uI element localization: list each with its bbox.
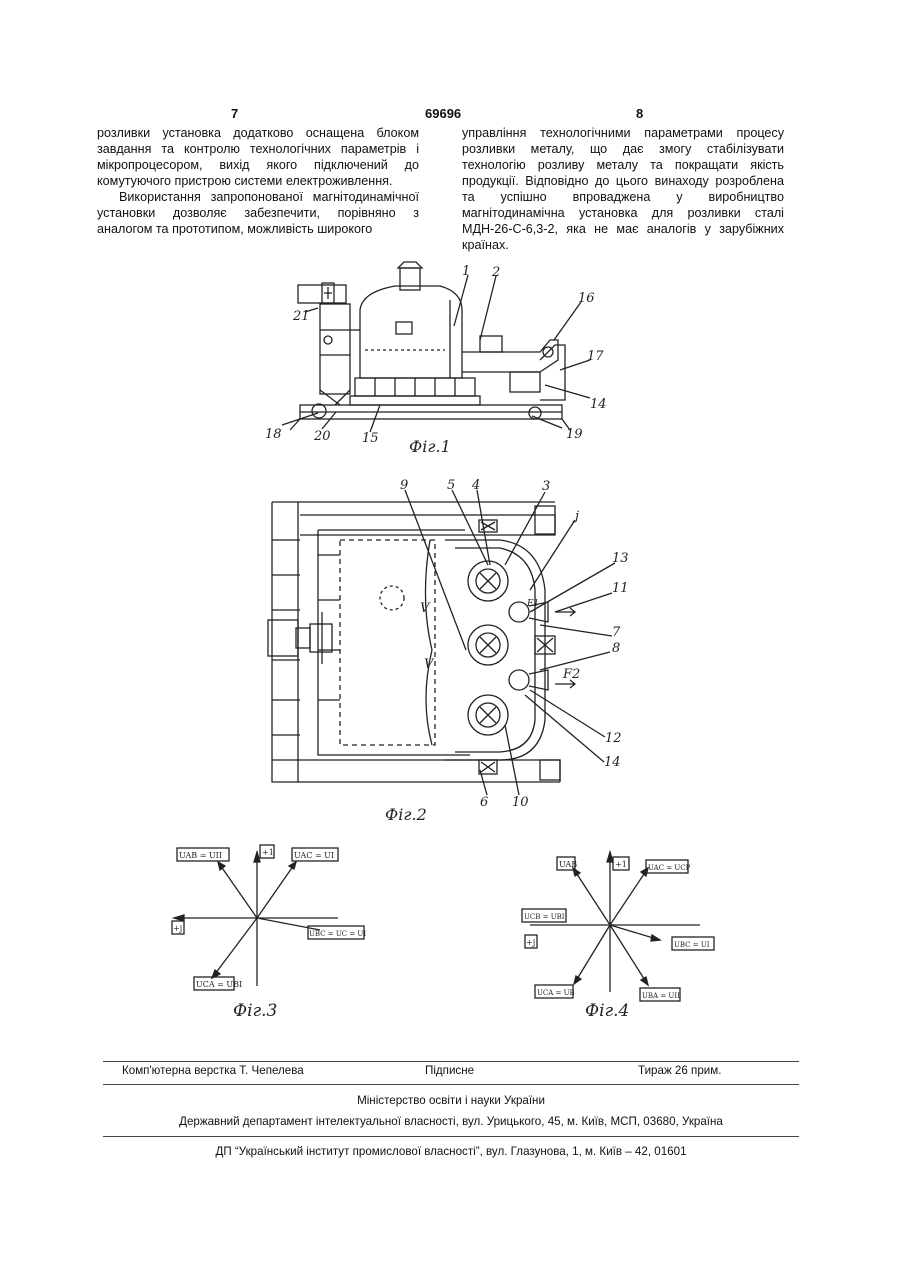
- footer-department: Державний департамент інтелектуальної вл…: [103, 1115, 799, 1128]
- footer-rule-bottom: [103, 1136, 799, 1137]
- fig2-label-4: 4: [471, 478, 480, 493]
- fig2-label-8: 8: [612, 641, 620, 656]
- footer-rule-middle: [103, 1084, 799, 1085]
- fig4-label-uca: UCA = UB: [537, 989, 575, 997]
- fig2-label-14: 14: [604, 755, 621, 770]
- fig2-label-11: 11: [612, 581, 629, 596]
- fig1-label-21: 21: [292, 309, 310, 324]
- footer-ministry: Міністерство освіти і науки України: [103, 1094, 799, 1107]
- fig1-label-2: 2: [491, 265, 500, 280]
- fig4-label-plusj: +j: [526, 938, 535, 947]
- fig3-label-uca: UCA = UBI: [196, 980, 242, 989]
- figure-4-vectors: [522, 852, 714, 1001]
- fig4-label-uba: UBA = UII: [642, 992, 680, 1000]
- fig1-label-19: 19: [566, 427, 583, 442]
- fig2-label-v1: V: [420, 601, 431, 616]
- footer-signed: Підписне: [425, 1064, 474, 1077]
- fig3-label-plus1: +1: [262, 848, 274, 857]
- fig1-label-14: 14: [590, 397, 607, 412]
- footer-circulation: Тираж 26 прим.: [638, 1064, 721, 1077]
- fig2-label-3: 3: [542, 479, 550, 494]
- footer-layout-credit: Комп'ютерна верстка Т. Чепелева: [122, 1064, 304, 1077]
- figure-2-drawing: [268, 490, 615, 795]
- footer-institute: ДП “Український інститут промислової вла…: [103, 1145, 799, 1158]
- fig2-label-6: 6: [480, 795, 488, 810]
- fig2-label-f1: F1: [526, 599, 539, 609]
- fig2-label-13: 13: [612, 551, 629, 566]
- fig1-label-15: 15: [362, 431, 379, 446]
- fig3-label-uac: UAC = UI: [294, 851, 334, 860]
- fig4-label-ucb: UCB = UBI: [524, 913, 565, 921]
- figure-1-drawing: [282, 262, 590, 432]
- fig3-label-uab: UAB = UII: [179, 851, 222, 860]
- fig2-label-7: 7: [612, 625, 621, 640]
- fig3-caption: Фіг.3: [233, 1001, 277, 1021]
- fig2-label-v2: V: [424, 657, 435, 672]
- fig4-label-plus1: +1: [615, 860, 627, 869]
- fig4-label-uab: UAB: [559, 860, 577, 869]
- fig3-label-plusj: +j: [173, 924, 182, 933]
- fig2-label-10: 10: [512, 795, 529, 810]
- fig1-label-18: 18: [265, 427, 282, 442]
- fig2-label-9: 9: [400, 478, 408, 493]
- footer-rule-top: [103, 1061, 799, 1062]
- fig1-label-20: 20: [313, 429, 331, 444]
- fig4-label-uac: UAC = UCP: [648, 864, 691, 872]
- fig2-label-12: 12: [605, 731, 622, 746]
- fig4-caption: Фіг.4: [585, 1001, 629, 1021]
- fig3-label-ubc: UBC = UC = UI: [309, 930, 366, 938]
- fig1-caption: Фіг.1: [409, 437, 451, 456]
- fig2-label-j: j: [572, 509, 579, 524]
- fig1-label-1: 1: [462, 264, 470, 279]
- fig2-label-f2: F2: [562, 667, 580, 682]
- fig2-label-5: 5: [447, 478, 455, 493]
- figure-3-vectors: [172, 845, 364, 990]
- fig4-label-ubc: UBC = UI: [674, 941, 710, 949]
- fig2-caption: Фіг.2: [385, 805, 427, 824]
- fig1-label-16: 16: [578, 291, 595, 306]
- fig1-label-17: 17: [587, 349, 604, 364]
